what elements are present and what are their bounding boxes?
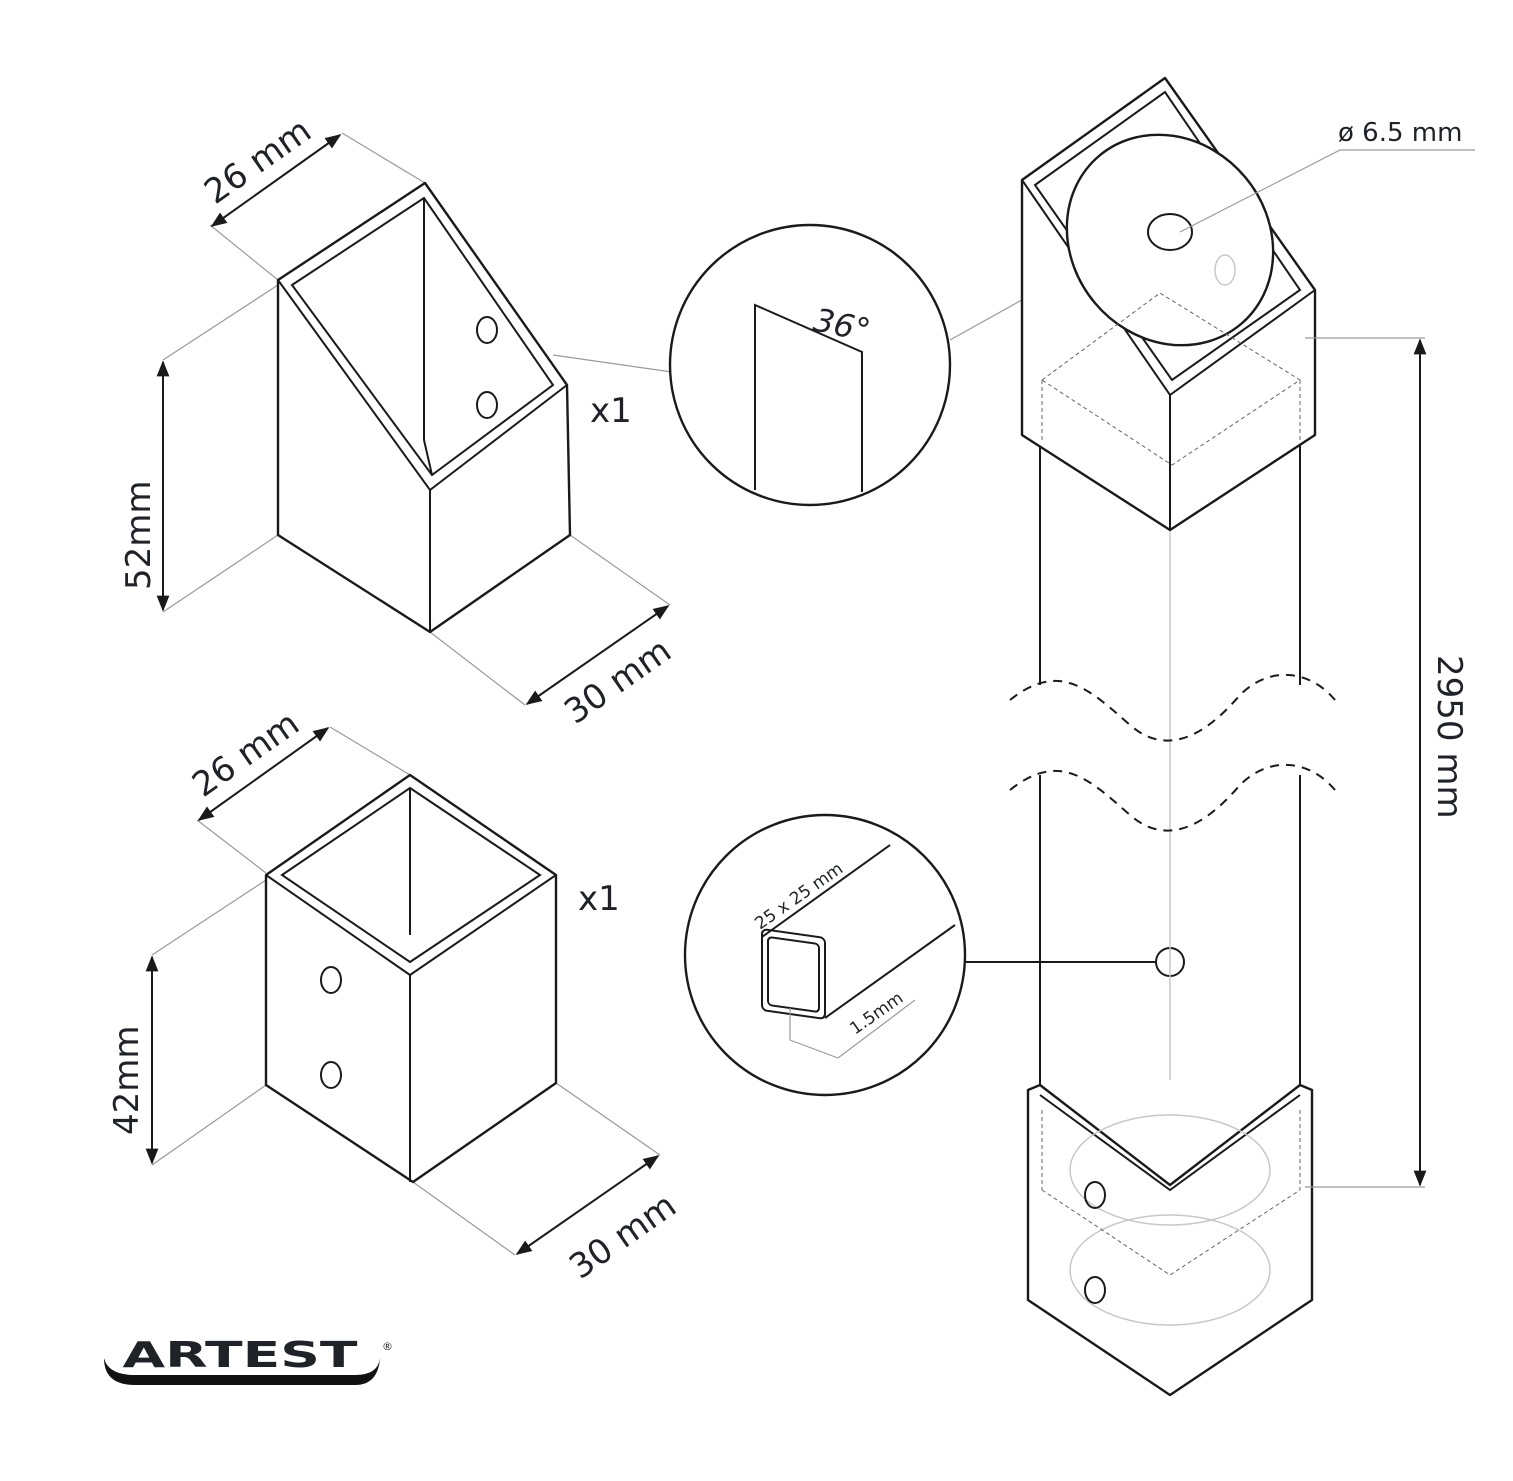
- tube-length-label: 2950 mm: [1429, 655, 1469, 819]
- straight-quantity: x1: [578, 879, 620, 919]
- straight-height-label: 42mm: [107, 1025, 147, 1135]
- logo-text: ARTEST: [123, 1335, 359, 1376]
- angled-adapter: 26 mm 52mm 30 mm x1: [119, 111, 679, 733]
- angled-width-label: 26 mm: [197, 111, 318, 213]
- hole-diameter-label: ø 6.5 mm: [1338, 118, 1462, 148]
- angled-height-label: 52mm: [119, 480, 159, 590]
- straight-depth-label: 30 mm: [562, 1186, 683, 1288]
- registered-mark: ®: [382, 1340, 393, 1353]
- tube-section-callout: 25 x 25 mm 1.5mm: [683, 813, 1185, 1097]
- tube-assembly: 2950 mm ø 6.5 mm: [1009, 76, 1475, 1397]
- angled-depth-label: 30 mm: [557, 631, 678, 733]
- angled-quantity: x1: [590, 391, 632, 431]
- artest-logo: ARTEST ®: [104, 1335, 393, 1385]
- straight-adapter: 26 mm 42mm 30 mm x1: [107, 704, 684, 1288]
- straight-width-label: 26 mm: [185, 704, 306, 806]
